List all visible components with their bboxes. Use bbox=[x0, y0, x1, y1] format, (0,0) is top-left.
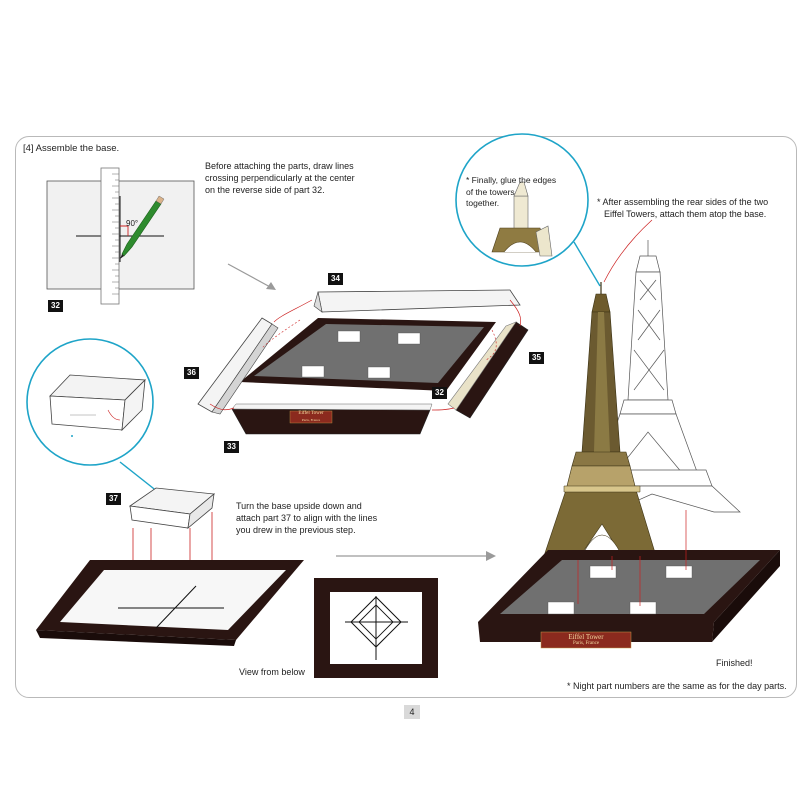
ruler bbox=[100, 167, 120, 305]
plaque-subtitle: Paris, France bbox=[301, 418, 321, 422]
finished-label: Finished! bbox=[716, 658, 753, 668]
part-label-35: 35 bbox=[529, 352, 544, 364]
plaque-title: Eiffel Tower bbox=[568, 633, 604, 641]
instruction-line: Before attaching the parts, draw lines bbox=[205, 161, 354, 171]
part-label-36: 36 bbox=[184, 367, 199, 379]
night-parts-note: * Night part numbers are the same as for… bbox=[567, 681, 787, 691]
attach-towers-instruction: * After assembling the rear sides of the… bbox=[597, 196, 768, 220]
instruction-line: Eiffel Towers, attach them atop the base… bbox=[604, 209, 767, 219]
step-arrow-2 bbox=[336, 551, 496, 561]
plaque-subtitle: Paris, France bbox=[572, 641, 600, 646]
part-37-assembly-diagram bbox=[36, 487, 304, 646]
instruction-line: on the reverse side of part 32. bbox=[205, 185, 325, 195]
plaque-title: Eiffel Tower bbox=[298, 411, 324, 416]
bronze-eiffel-tower bbox=[543, 282, 657, 557]
instruction-line: of the towers bbox=[466, 186, 515, 197]
step-title: [4] Assemble the base. bbox=[23, 143, 120, 154]
finished-model-diagram bbox=[478, 219, 780, 649]
part-label-34: 34 bbox=[328, 273, 343, 285]
box-detail-callout bbox=[26, 338, 159, 493]
angle-label: 90° bbox=[126, 219, 139, 228]
part-32-sheet-diagram bbox=[46, 167, 195, 305]
plaque-large: Eiffel Tower Paris, France bbox=[541, 633, 631, 647]
part-label-37: 37 bbox=[106, 493, 121, 505]
instruction-line: * Finally, glue the edges bbox=[466, 175, 557, 185]
tower-top-callout bbox=[455, 133, 601, 287]
plaque-small: Eiffel Tower Paris, France bbox=[290, 411, 332, 423]
pencil-icon bbox=[120, 195, 165, 259]
view-from-below-label: View from below bbox=[239, 667, 305, 677]
exploded-base-diagram bbox=[197, 289, 529, 435]
instruction-line: crossing perpendicularly at the center bbox=[205, 173, 355, 183]
instruction-line: attach part 37 to align with the lines bbox=[236, 513, 378, 523]
instruction-line: * After assembling the rear sides of the… bbox=[597, 197, 769, 207]
part-label-32: 32 bbox=[48, 300, 63, 312]
instruction-line: Turn the base upside down and bbox=[236, 501, 362, 511]
step-arrow-1 bbox=[227, 263, 276, 290]
part-label-32-tray: 32 bbox=[432, 387, 447, 399]
instruction-line: together. bbox=[466, 198, 500, 208]
glue-towers-instruction: * Finally, glue the edges of the towers … bbox=[466, 175, 556, 210]
part-label-33: 33 bbox=[224, 441, 239, 453]
view-from-below-diagram bbox=[314, 578, 438, 678]
draw-lines-instruction: Before attaching the parts, draw lines c… bbox=[205, 160, 355, 196]
instruction-line: you drew in the previous step. bbox=[236, 525, 356, 535]
page-number: 4 bbox=[404, 705, 420, 719]
turn-base-instruction: Turn the base upside down and attach par… bbox=[236, 500, 377, 536]
